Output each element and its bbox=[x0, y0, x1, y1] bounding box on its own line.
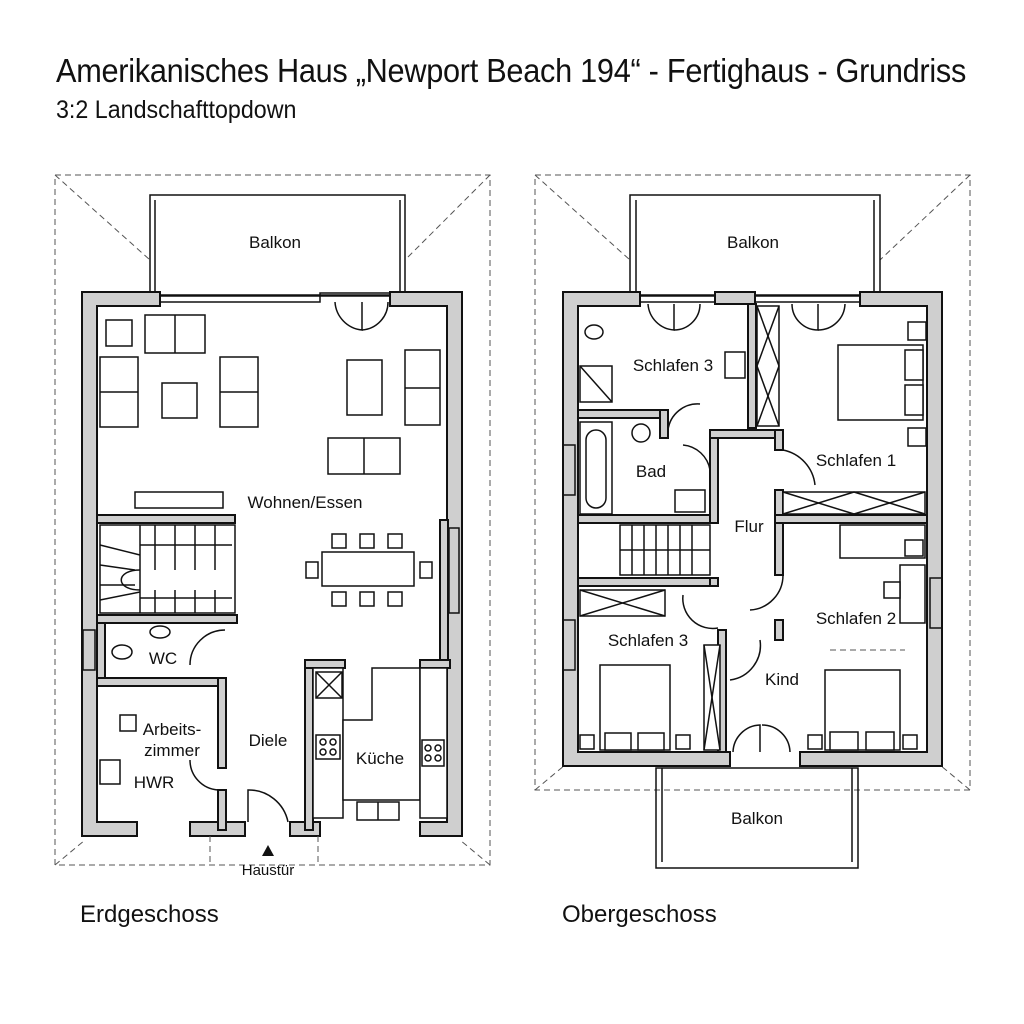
label-bad: Bad bbox=[636, 462, 666, 481]
label-wc: WC bbox=[149, 649, 177, 668]
label-diele: Diele bbox=[249, 731, 288, 750]
label-kind: Kind bbox=[765, 670, 799, 689]
ground-balcony bbox=[149, 194, 406, 296]
ground-stairs bbox=[99, 524, 236, 614]
label-hwr: HWR bbox=[134, 773, 175, 792]
caption-erdgeschoss: Erdgeschoss bbox=[80, 901, 219, 928]
ground-floor-plan: Balkon Wohnen/Essen WC Arbeits- zimmer H… bbox=[54, 174, 491, 879]
label-wohnen-essen: Wohnen/Essen bbox=[248, 493, 363, 512]
kitchen-furniture bbox=[312, 667, 448, 821]
upper-floor-plan: Balkon Schlafen 3 Bad Schlafen 1 Flur Sc… bbox=[82, 174, 971, 869]
label-schlafen-2: Schlafen 2 bbox=[816, 609, 896, 628]
label-kueche: Küche bbox=[356, 749, 404, 768]
label-upper-balkon-top: Balkon bbox=[727, 233, 779, 252]
label-haustuer: Haustür bbox=[242, 862, 295, 879]
label-ground-balkon: Balkon bbox=[249, 233, 301, 252]
label-schlafen-1: Schlafen 1 bbox=[816, 451, 896, 470]
label-zimmer: zimmer bbox=[144, 741, 200, 760]
living-furniture bbox=[99, 314, 441, 607]
entry-arrow-icon bbox=[262, 845, 274, 856]
page-subtitle: 3:2 Landschafttopdown bbox=[56, 96, 297, 124]
label-arbeits: Arbeits- bbox=[143, 720, 202, 739]
page-title: Amerikanisches Haus „Newport Beach 194“ … bbox=[56, 52, 967, 89]
upper-balcony-bottom bbox=[655, 767, 859, 869]
label-schlafen-3-bottom: Schlafen 3 bbox=[608, 631, 688, 650]
label-upper-balkon-bottom: Balkon bbox=[731, 809, 783, 828]
upper-stairs bbox=[619, 524, 711, 576]
caption-obergeschoss: Obergeschoss bbox=[562, 901, 717, 928]
label-schlafen-3-top: Schlafen 3 bbox=[633, 356, 713, 375]
label-flur: Flur bbox=[734, 517, 764, 536]
